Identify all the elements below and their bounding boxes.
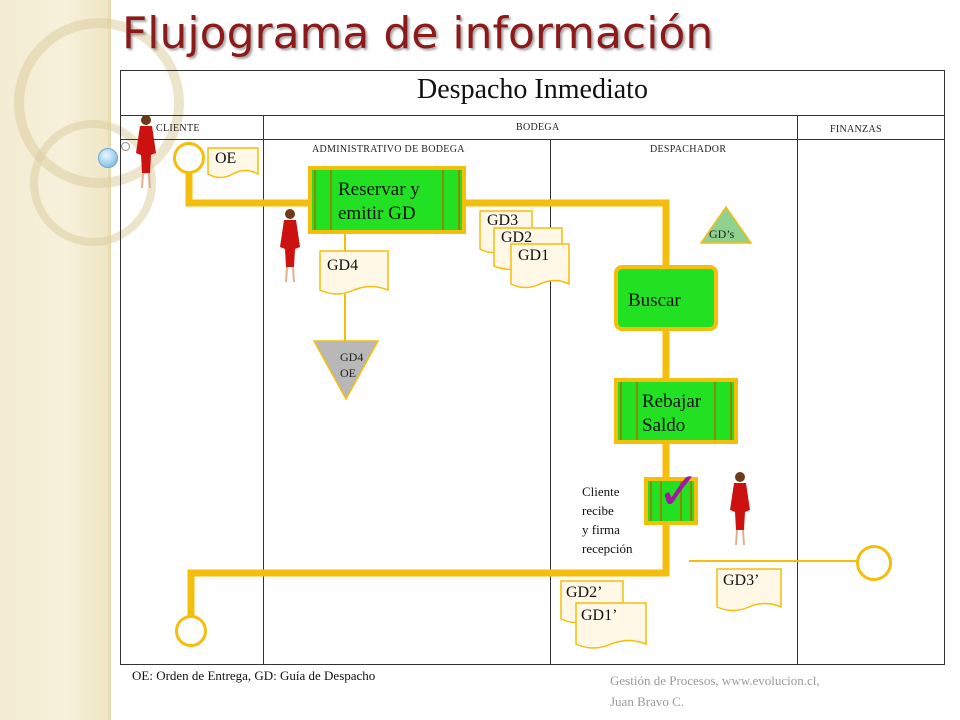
end-node [175,615,207,647]
lane-divider-cliente-bodega [263,115,264,665]
connector-reservar-to-buscar [461,199,670,272]
lane-label-administrativo: ADMINISTRATIVO DE BODEGA [312,144,465,155]
process-right-bar [680,481,692,521]
document-oe-label: OE [215,150,237,167]
person-cliente-icon [131,113,161,191]
archive-gds: GD’s [700,206,752,244]
document-gd1: GD1 [510,243,570,291]
note-line-1: Cliente [582,484,620,499]
credit-line-2: Juan Bravo C. [610,694,685,709]
legend-text: OE: Orden de Entrega, GD: Guía de Despac… [132,668,376,683]
archive-gd4-oe: GD4 OE [313,340,379,400]
process-rebajar-line1: Rebajar [642,391,702,412]
process-left-bar [620,382,638,440]
process-rebajar-line2: Saldo [642,415,686,436]
process-buscar-label: Buscar [628,290,681,311]
process-left-bar [650,481,662,521]
lane-label-bodega: BODEGA [516,122,560,133]
archive-gds-label: GD’s [709,227,735,241]
note-cliente-recibe: Cliente recibe y firma recepción [582,482,633,558]
document-gd2-label: GD2 [501,229,533,246]
archive-oe-label: OE [340,366,356,380]
document-gd3-prime: GD3’ [716,568,782,614]
connector-receipt-to-end [187,518,670,619]
archive-gd4-label: GD4 [340,350,364,364]
process-reservar-line2: emitir GD [338,203,416,224]
document-gd2-prime-label: GD2’ [566,584,603,601]
note-line-2: recibe [582,503,614,518]
document-gd3-label: GD3 [487,212,519,229]
person-cliente-recepcion-icon [725,470,755,548]
swimlane-board [120,70,945,665]
decorative-blue-dot [98,148,118,168]
lane-label-finanzas: FINANZAS [830,124,882,135]
document-gd3-prime-label: GD3’ [723,572,760,589]
process-right-bar [714,382,732,440]
process-buscar: Buscar [614,265,718,331]
credit-line-1: Gestión de Procesos, www.evolucion.cl, [610,673,820,688]
process-rebajar-saldo: Rebajar Saldo [614,378,738,444]
process-left-bar [314,170,332,230]
note-line-3: y firma [582,522,620,537]
decorative-ring-small [30,120,156,246]
left-strip-border [108,0,111,720]
lane-label-cliente: CLIENTE [156,123,200,134]
checkmark-icon: ✓ [657,462,701,522]
document-gd1-label: GD1 [518,247,550,264]
document-gd4-label: GD4 [327,257,359,274]
process-recepcion [644,477,698,525]
process-reservar-line1: Reservar y [338,179,420,200]
document-oe: OE [207,147,259,181]
lane-subheader-divider [120,139,945,140]
slide-title: Flujograma de información [122,8,714,59]
diagram-band-title: Despacho Inmediato [417,74,648,105]
note-line-4: recepción [582,541,633,556]
lane-divider-admin-despachador [550,139,551,665]
document-gd1-prime: GD1’ [575,602,647,652]
process-reservar-emitir-gd: Reservar y emitir GD [308,166,466,234]
finanzas-end-node [856,545,892,581]
lane-label-despachador: DESPACHADOR [650,144,727,155]
start-node [173,142,205,174]
person-administrativo-icon [275,207,305,285]
document-gd4: GD4 [319,250,389,298]
connector-start-to-reservar [185,168,312,207]
lane-header-divider [120,115,945,116]
credit-text: Gestión de Procesos, www.evolucion.cl, J… [610,670,820,712]
process-right-bar [442,170,460,230]
decorative-small-dot [121,142,130,151]
document-gd1-prime-label: GD1’ [581,607,618,624]
lane-divider-bodega-finanzas [797,115,798,665]
